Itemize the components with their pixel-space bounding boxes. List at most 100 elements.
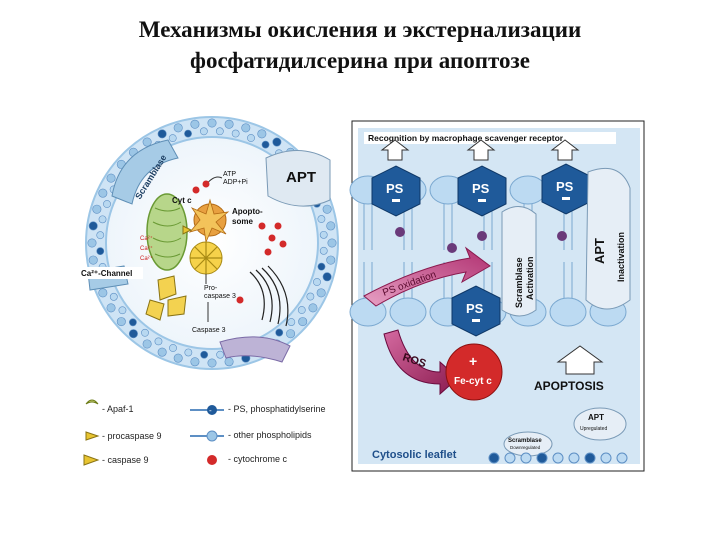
- legend-label-apaf: - Apaf-1: [102, 404, 134, 414]
- svg-text:-: -: [209, 406, 212, 415]
- lipid-head-outer: [286, 329, 296, 339]
- apoptosis-label: APOPTOSIS: [534, 379, 604, 393]
- apt-inactivation-label-2: Inactivation: [616, 232, 626, 282]
- lipid-head-small: [552, 452, 564, 464]
- downregulated-label: Downregulated: [510, 445, 541, 450]
- lipid-head-inner: [306, 292, 315, 301]
- lipid-head-small: [616, 452, 628, 464]
- lipid-head-outer: [190, 357, 200, 367]
- lipid-head-outer: [142, 339, 152, 349]
- lipid-head-inner: [247, 134, 255, 142]
- cytosolic-leaflet-label: Cytosolic leaflet: [372, 449, 457, 461]
- ps-hex-4: PS: [451, 285, 501, 337]
- lipid-head-inner: [169, 344, 177, 352]
- legend: -: [83, 399, 224, 466]
- golgi-structure: [249, 265, 289, 327]
- lipid-head-outer: [157, 347, 167, 357]
- procaspase9-mark: [182, 225, 193, 235]
- inner-lipid-head: [549, 297, 587, 327]
- lipid-head-outer: [92, 204, 102, 214]
- legend-label-ps: - PS, phosphatidylserine: [228, 404, 326, 414]
- scramblase-protein-right: [501, 206, 537, 317]
- outer-lipid-head: [509, 175, 547, 205]
- apt-inactivation-label-1: APT: [592, 238, 607, 264]
- recognition-arrows: [380, 139, 580, 161]
- lipid-head-inner: [109, 292, 118, 301]
- ca-label-1: Ca²⁺: [140, 235, 153, 242]
- lipid-head-inner: [297, 306, 306, 314]
- apt-protein-right: [585, 168, 631, 310]
- lipid-head-inner: [215, 127, 224, 136]
- fe-cyt-plus: +: [469, 353, 477, 369]
- other-lipid-icon: [190, 430, 224, 442]
- procaspase-label-2: caspase 3: [204, 293, 236, 300]
- lipid-head-small: [520, 452, 532, 464]
- ps-head-outer: [88, 221, 98, 231]
- fe-cyt-circle: [445, 343, 503, 401]
- ps-head-outer: [272, 137, 282, 147]
- apoptosome-label-2: some: [232, 217, 253, 226]
- ps-head-inner: [184, 129, 192, 138]
- procaspase9-icon: [85, 431, 100, 441]
- lipid-head-small: [568, 452, 580, 464]
- lipid-head-outer: [142, 137, 152, 147]
- lipid-head-outer: [241, 123, 251, 133]
- page-title: Механизмы окисления и экстернализации фо…: [0, 14, 720, 76]
- ps-head-inner: [200, 350, 209, 359]
- lipid-head-outer: [98, 288, 108, 298]
- ros-arrow: [383, 329, 459, 396]
- lipid-head-inner: [96, 231, 105, 240]
- scramblase-activation-label-2: Activation: [525, 256, 535, 300]
- lipid-head-outer: [224, 357, 234, 367]
- ps-oxidation-arrow: [363, 246, 491, 307]
- cytochrome-dots: [192, 180, 287, 304]
- lipid-head-inner: [118, 306, 127, 315]
- lipid-head-inner: [216, 350, 225, 359]
- lipid-head-small: [600, 452, 612, 464]
- caspase9-icon: [83, 454, 100, 466]
- lipid-head-outer: [173, 123, 183, 133]
- caspase-cluster: [145, 275, 187, 321]
- lipid-head-inner: [154, 337, 163, 346]
- lipid-head-outer: [207, 118, 217, 128]
- lipid-head-inner: [317, 215, 326, 223]
- title-line-1: Механизмы окисления и экстернализации: [138, 17, 582, 42]
- ps-head-inner: [275, 328, 284, 337]
- ps-head-inner: [96, 247, 105, 256]
- lipid-head-inner: [231, 129, 240, 138]
- caspase3-label: Caspase 3: [192, 327, 226, 334]
- cyt-c-label: Cyt c: [172, 196, 192, 205]
- ps-head-inner: [261, 140, 270, 149]
- upregulated-label: Upregulated: [580, 426, 607, 432]
- lipid-head-outer: [322, 204, 332, 214]
- procaspase-label-1: Pro-: [204, 285, 218, 292]
- ps-head-inner: [317, 262, 326, 271]
- lipid-head-outer: [98, 188, 108, 198]
- ps-hex-2: PS: [457, 165, 507, 217]
- lipid-head-outer: [106, 173, 116, 183]
- ps-head-outer: [157, 129, 167, 139]
- lipid-head-outer: [298, 317, 308, 327]
- scramblase-protein: [111, 139, 179, 205]
- ps-head-small: [536, 452, 548, 464]
- ps-lipid-icon: -: [190, 405, 224, 415]
- svg-text:PS: PS: [556, 179, 574, 194]
- lipid-head-outer: [257, 129, 267, 139]
- nucleus-fragment: [219, 336, 291, 363]
- apt-protein: [265, 149, 331, 207]
- lipid-head-inner: [184, 348, 193, 357]
- lipid-head-outer: [316, 288, 326, 298]
- ps-head-inner: [129, 318, 137, 327]
- legend-label-procaspase9: - procaspase 9: [102, 431, 162, 441]
- bottom-inset: APT Upregulated Scramblase Downregulated: [503, 407, 627, 457]
- lipid-head-outer: [173, 353, 183, 363]
- lipid-head-inner: [103, 200, 111, 208]
- legend-label-cytochrome: - cytochrome c: [228, 454, 288, 464]
- ps-head-outer: [322, 272, 332, 282]
- ps-hex-3: PS: [541, 163, 591, 215]
- lipid-head-outer: [207, 358, 217, 368]
- lipid-head-outer: [326, 255, 336, 265]
- ca-label-3: Ca²⁺: [140, 255, 153, 262]
- caspase-arrows: [205, 274, 209, 322]
